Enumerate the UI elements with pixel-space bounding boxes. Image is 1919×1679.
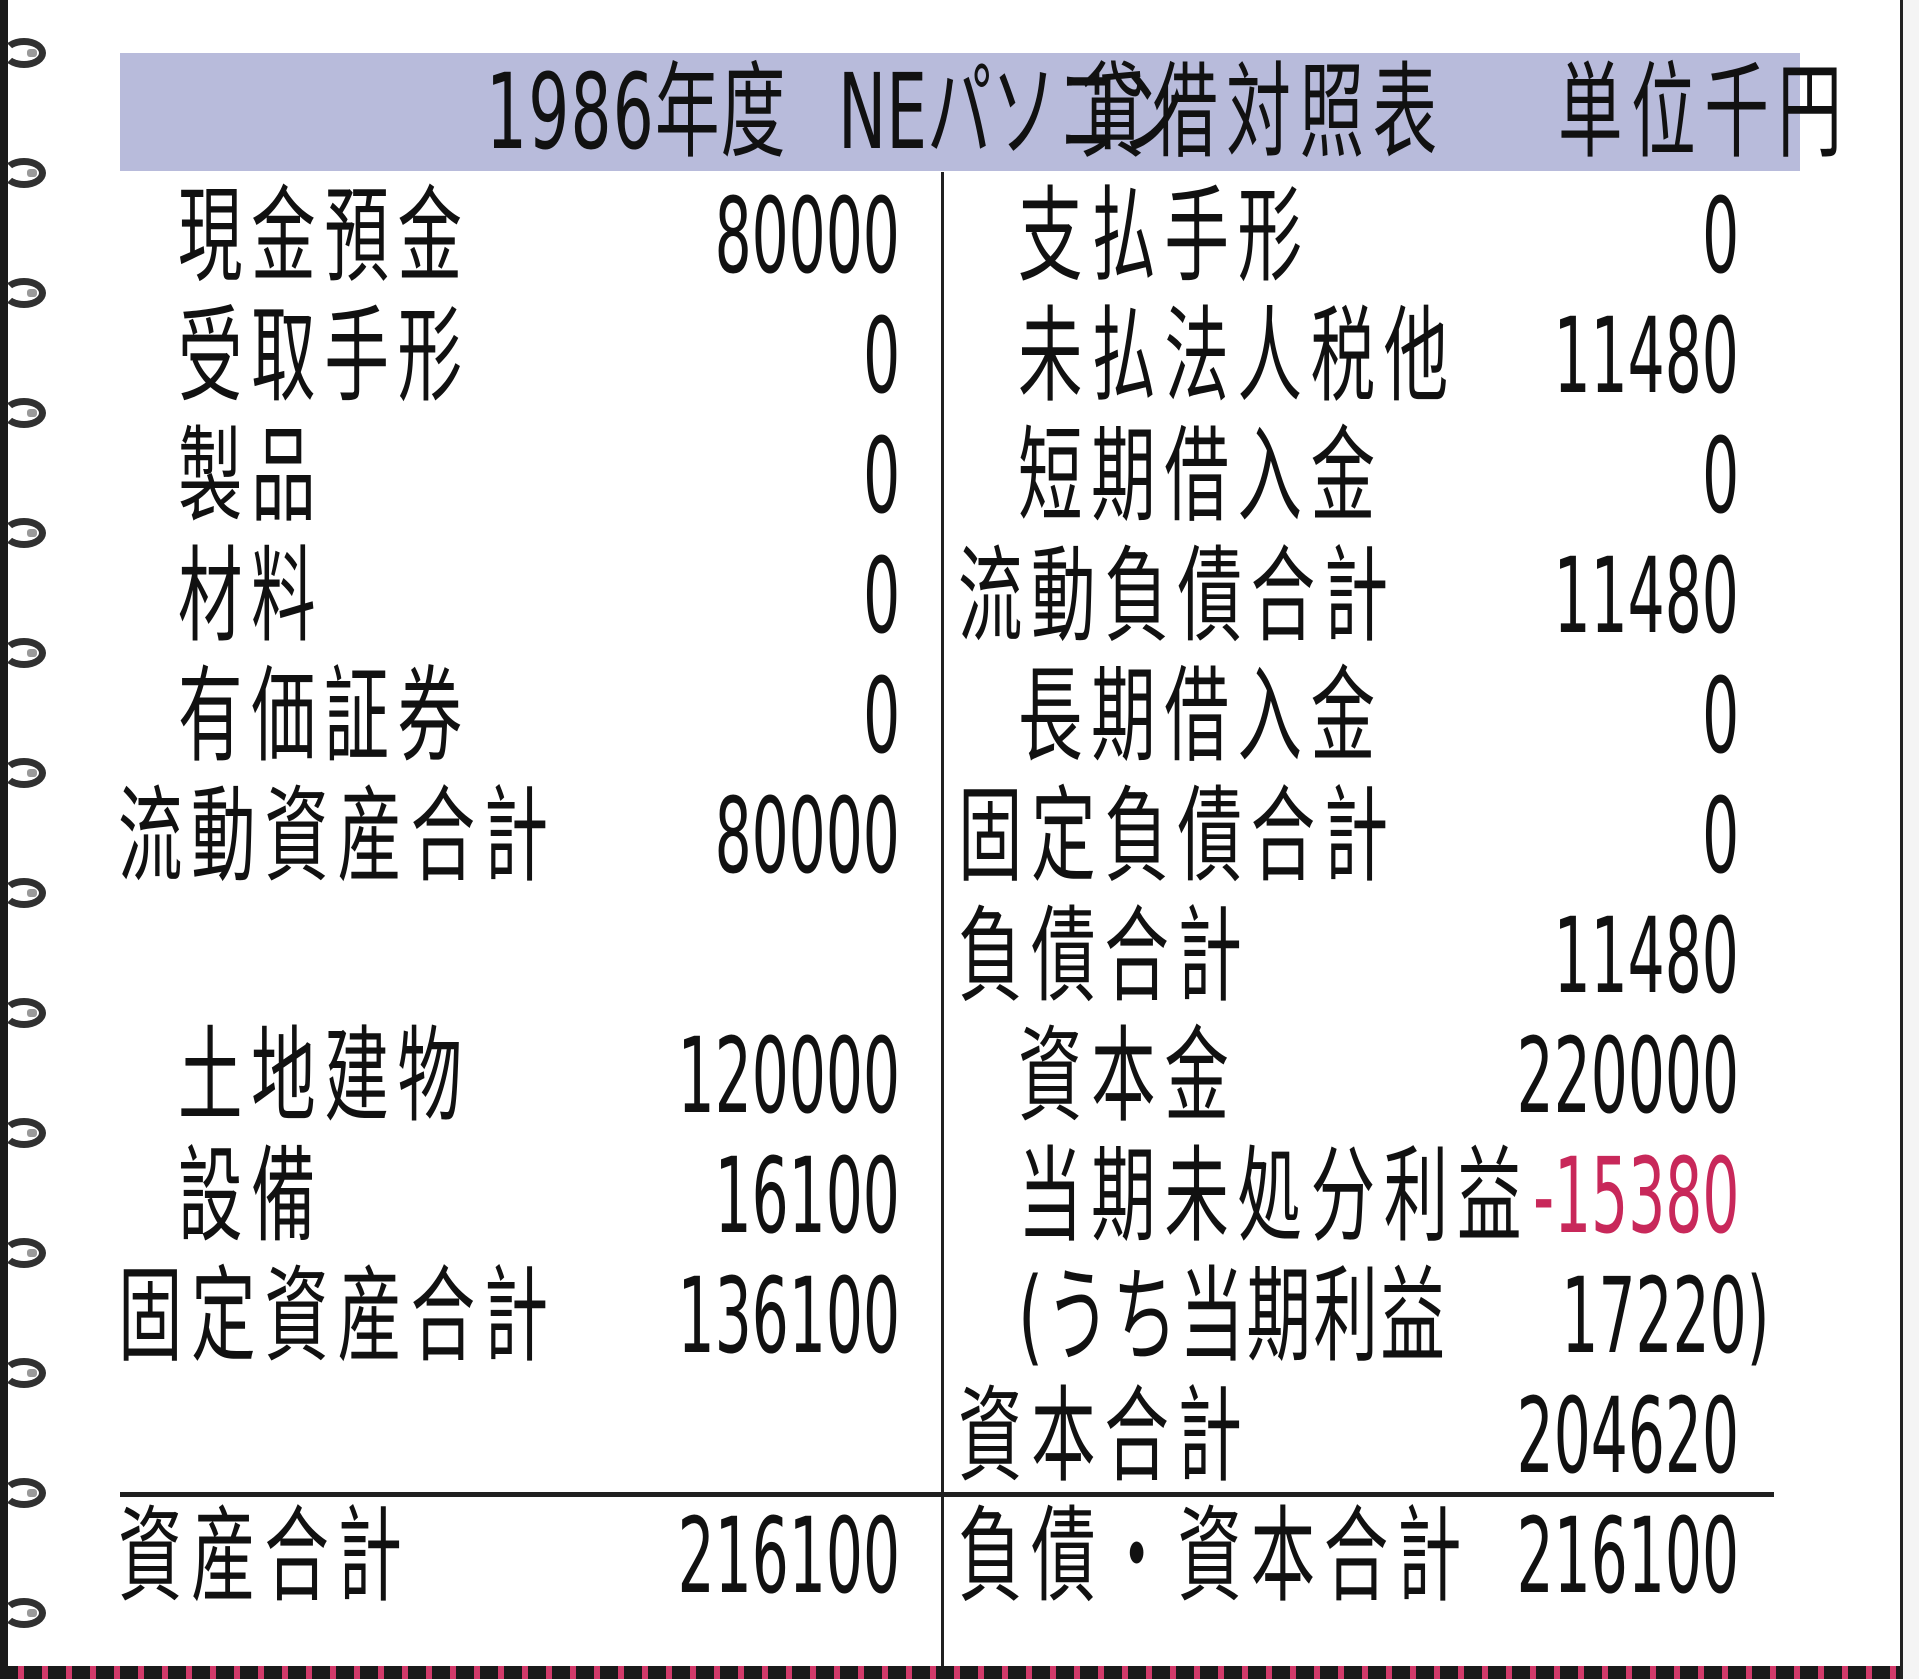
liability-subtotal-label: 流動負債合計 [958,535,1397,657]
liability-total-value: 11480 [1553,895,1739,1017]
liab-capital-total-value: 216100 [1516,1495,1739,1617]
window-right-edge [1900,0,1919,1679]
asset-label: 有価証券 [178,655,471,777]
header-band [120,53,1800,171]
capital-value-negative: -15380 [1532,1135,1739,1257]
assets-total-value: 216100 [677,1495,900,1617]
binding-ring-icon [2,638,46,668]
capital-value: 220000 [1516,1015,1739,1137]
binding-ring-icon [2,878,46,908]
binding-ring-icon [2,1358,46,1388]
asset-label: 土地建物 [178,1015,471,1137]
binding-ring-icon [2,1598,46,1628]
liability-value: 0 [1701,175,1739,297]
column-divider [941,172,944,1666]
bottom-edge-strip [0,1666,1900,1679]
binding-ring-icon [2,398,46,428]
liability-subtotal-label: 固定負債合計 [958,775,1397,897]
asset-label: 材料 [178,535,325,657]
asset-value: 0 [862,535,900,657]
asset-value: 0 [862,655,900,777]
asset-label: 受取手形 [178,295,471,417]
binding-ring-icon [2,158,46,188]
header-year: 1986年度 [486,51,787,173]
asset-value: 120000 [677,1015,900,1137]
capital-label: 資本金 [1018,1015,1238,1137]
binding-ring-icon [2,1238,46,1268]
asset-subtotal-label: 固定資産合計 [118,1255,557,1377]
liability-value: 0 [1701,655,1739,777]
capital-note-label: (うち当期利益 [1018,1255,1448,1377]
asset-value: 0 [862,295,900,417]
header-title: 貸借対照表 [1080,51,1446,173]
binding-ring-icon [2,518,46,548]
liability-subtotal-value: 11480 [1553,535,1739,657]
notebook-binding [0,0,54,1679]
liability-total-label: 負債合計 [958,895,1251,1017]
binding-ring-icon [2,998,46,1028]
asset-subtotal-label: 流動資産合計 [118,775,557,897]
asset-value: 0 [862,415,900,537]
asset-subtotal-value: 80000 [714,775,900,897]
liability-value: 11480 [1553,295,1739,417]
capital-total-label: 資本合計 [958,1375,1251,1497]
asset-label: 現金預金 [178,175,471,297]
liability-value: 0 [1701,415,1739,537]
total-rule [120,1492,1774,1497]
liability-label: 長期借入金 [1018,655,1384,777]
binding-ring-icon [2,1118,46,1148]
header-company: NEパソコン [838,51,1185,173]
capital-total-value: 204620 [1516,1375,1739,1497]
liab-capital-total-label: 負債・資本合計 [958,1495,1471,1617]
liability-label: 未払法人税他 [1018,295,1457,417]
asset-value: 80000 [714,175,900,297]
asset-value: 16100 [714,1135,900,1257]
binding-ring-icon [2,278,46,308]
liability-label: 支払手形 [1018,175,1311,297]
assets-total-label: 資産合計 [118,1495,411,1617]
liability-label: 短期借入金 [1018,415,1384,537]
asset-label: 設備 [178,1135,325,1257]
capital-label: 当期未処分利益 [1018,1135,1531,1257]
binding-ring-icon [2,758,46,788]
liability-subtotal-value: 0 [1701,775,1739,897]
header-unit: 単位千円 [1558,51,1851,173]
binding-ring-icon [2,1478,46,1508]
asset-subtotal-value: 136100 [677,1255,900,1377]
capital-note-value: 17220) [1561,1255,1769,1377]
asset-label: 製品 [178,415,325,537]
binding-ring-icon [2,38,46,68]
